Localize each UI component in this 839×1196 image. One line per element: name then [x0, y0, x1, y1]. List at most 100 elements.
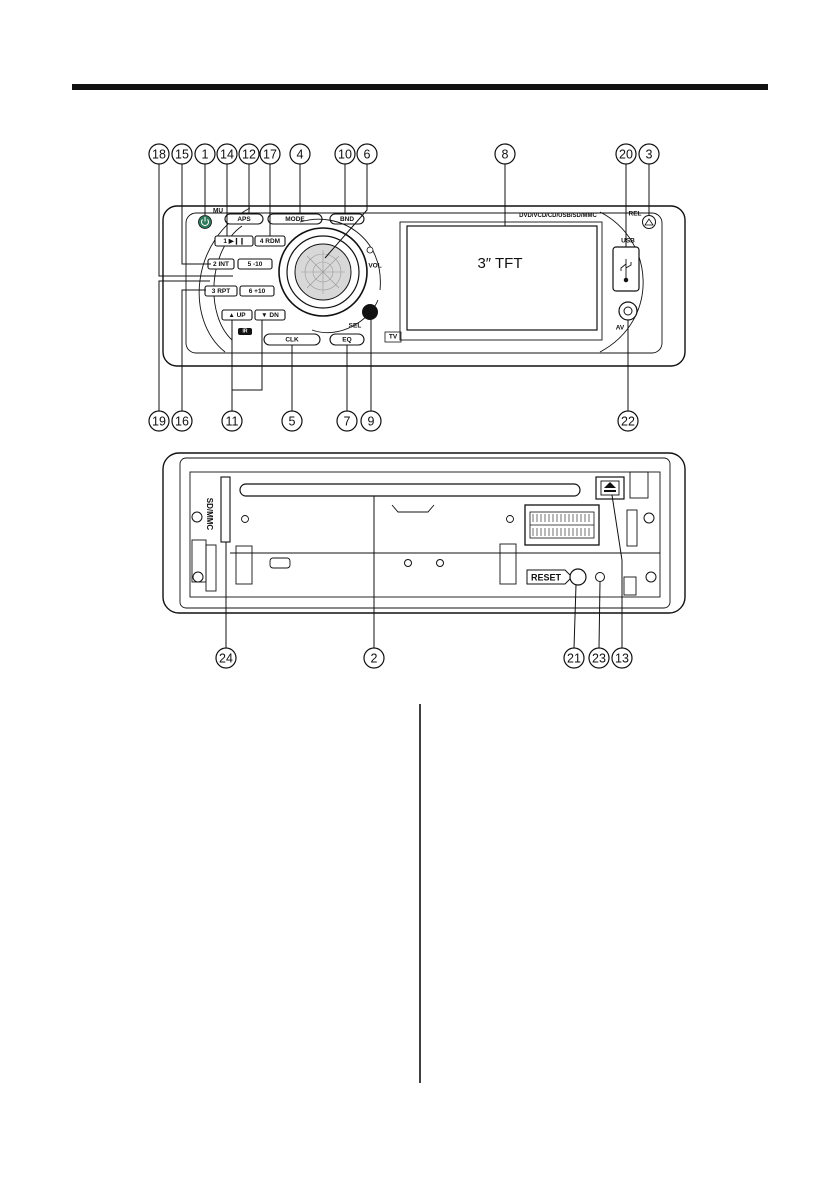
reset-indicator	[595, 572, 605, 582]
svg-text:RESET: RESET	[531, 573, 562, 583]
svg-text:▼ DN: ▼ DN	[261, 312, 279, 319]
callout-number: 7	[344, 415, 351, 429]
svg-text:EQ: EQ	[342, 337, 351, 344]
callout-number: 9	[368, 415, 375, 429]
clk-button[interactable]: CLK	[263, 333, 321, 346]
callout-19: 19	[148, 410, 170, 432]
svg-text:MODE: MODE	[285, 216, 305, 223]
callout-number: 24	[219, 652, 233, 666]
up-button[interactable]: ▲ UP	[221, 309, 253, 321]
preset-4-button[interactable]: 4 RDM	[254, 235, 286, 247]
screw-right	[506, 515, 514, 523]
bracket-left	[235, 545, 253, 585]
callout-number: 2	[371, 652, 378, 666]
callout-18: 18	[148, 143, 170, 165]
volume-knob[interactable]	[278, 218, 381, 334]
aps-button[interactable]: APS	[224, 213, 264, 225]
callout-number: 6	[364, 148, 371, 162]
sel-label: SEL	[349, 323, 362, 330]
callout-2: 2	[363, 647, 385, 669]
latch-mid	[626, 509, 638, 547]
callout-number: 15	[175, 148, 189, 162]
usb-icon	[620, 259, 632, 283]
callout-1: 1	[194, 143, 216, 165]
tft-screen	[406, 225, 598, 331]
svg-text:4 RDM: 4 RDM	[260, 238, 280, 245]
callout-number: 10	[338, 148, 352, 162]
usb-label: USB	[621, 238, 635, 245]
reset-button[interactable]	[569, 568, 587, 586]
svg-text:5 -10: 5 -10	[248, 261, 263, 268]
callout-number: 8	[502, 148, 509, 162]
av-label: AV	[616, 325, 625, 332]
leader-lines	[158, 164, 650, 649]
svg-text:2 INT: 2 INT	[213, 261, 229, 268]
preset-1-button[interactable]: 1 ▶❙❙	[214, 235, 254, 247]
hole-2	[436, 559, 444, 567]
callout-3: 3	[638, 143, 660, 165]
reset-label-box: RESET	[526, 569, 573, 585]
power-icon[interactable]	[198, 215, 212, 229]
rear-panel-frame	[179, 457, 671, 609]
front-panel-inner	[185, 212, 663, 354]
holder-left	[191, 511, 203, 523]
callout-number: 14	[220, 148, 234, 162]
svg-text:1 ▶❙❙: 1 ▶❙❙	[223, 237, 244, 245]
callout-20: 20	[615, 143, 637, 165]
rear-panel-outer	[162, 452, 686, 614]
preset-3-button[interactable]: 3 RPT	[204, 285, 238, 297]
preset-5-button[interactable]: 5 -10	[237, 258, 273, 270]
av-jack-inner	[623, 306, 633, 316]
callout-21: 21	[563, 647, 585, 669]
callout-number: 1	[202, 148, 209, 162]
callout-6: 6	[356, 143, 378, 165]
card-slot	[220, 476, 231, 543]
callout-15: 15	[171, 143, 193, 165]
callout-number: 11	[226, 415, 239, 429]
svg-text:3 RPT: 3 RPT	[212, 288, 230, 295]
callout-number: 18	[152, 148, 166, 162]
release-icon[interactable]	[642, 215, 656, 229]
disc-slot	[239, 483, 581, 497]
vol-indicator-dot	[366, 246, 374, 254]
callout-4: 4	[289, 143, 311, 165]
preset-6-button[interactable]: 6 +10	[239, 285, 275, 297]
callout-number: 20	[619, 148, 633, 162]
svg-text:CLK: CLK	[285, 337, 299, 344]
callout-17: 17	[259, 143, 281, 165]
front-panel: MU APS MODE BND 1 ▶❙❙ 4 RDM 2 INT	[162, 205, 686, 367]
svg-text:BND: BND	[340, 216, 354, 223]
foot-left	[192, 571, 204, 583]
tv-badge: TV	[384, 331, 402, 343]
svg-text:APS: APS	[237, 216, 251, 223]
screen-label: 3″ TFT	[477, 255, 522, 272]
bracket-right	[499, 543, 517, 585]
preset-2-button[interactable]: 2 INT	[207, 258, 235, 270]
card-slot-label: SD/MMC	[205, 498, 214, 531]
latch-top	[629, 471, 649, 499]
callout-number: 16	[175, 415, 189, 429]
callout-number: 23	[592, 652, 606, 666]
mu-label: MU	[213, 208, 223, 215]
eq-button[interactable]: EQ	[329, 333, 365, 346]
sel-button[interactable]	[362, 304, 378, 320]
callout-10: 10	[334, 143, 356, 165]
rear-panel-inner	[189, 471, 661, 598]
callout-11: 11	[221, 410, 243, 432]
vol-label: VOL	[368, 263, 381, 270]
foot-right	[645, 571, 657, 583]
callout-number: 21	[567, 652, 581, 666]
front-panel-outer	[162, 205, 686, 367]
header-rule	[72, 84, 768, 90]
screen-bezel	[399, 221, 603, 341]
callout-number: 12	[242, 148, 256, 162]
dn-button[interactable]: ▼ DN	[254, 309, 286, 321]
callout-number: 3	[646, 148, 653, 162]
hole-1	[404, 559, 412, 567]
bnd-button[interactable]: BND	[329, 213, 365, 225]
svg-text:▲ UP: ▲ UP	[228, 312, 246, 319]
callout-5: 5	[281, 410, 303, 432]
